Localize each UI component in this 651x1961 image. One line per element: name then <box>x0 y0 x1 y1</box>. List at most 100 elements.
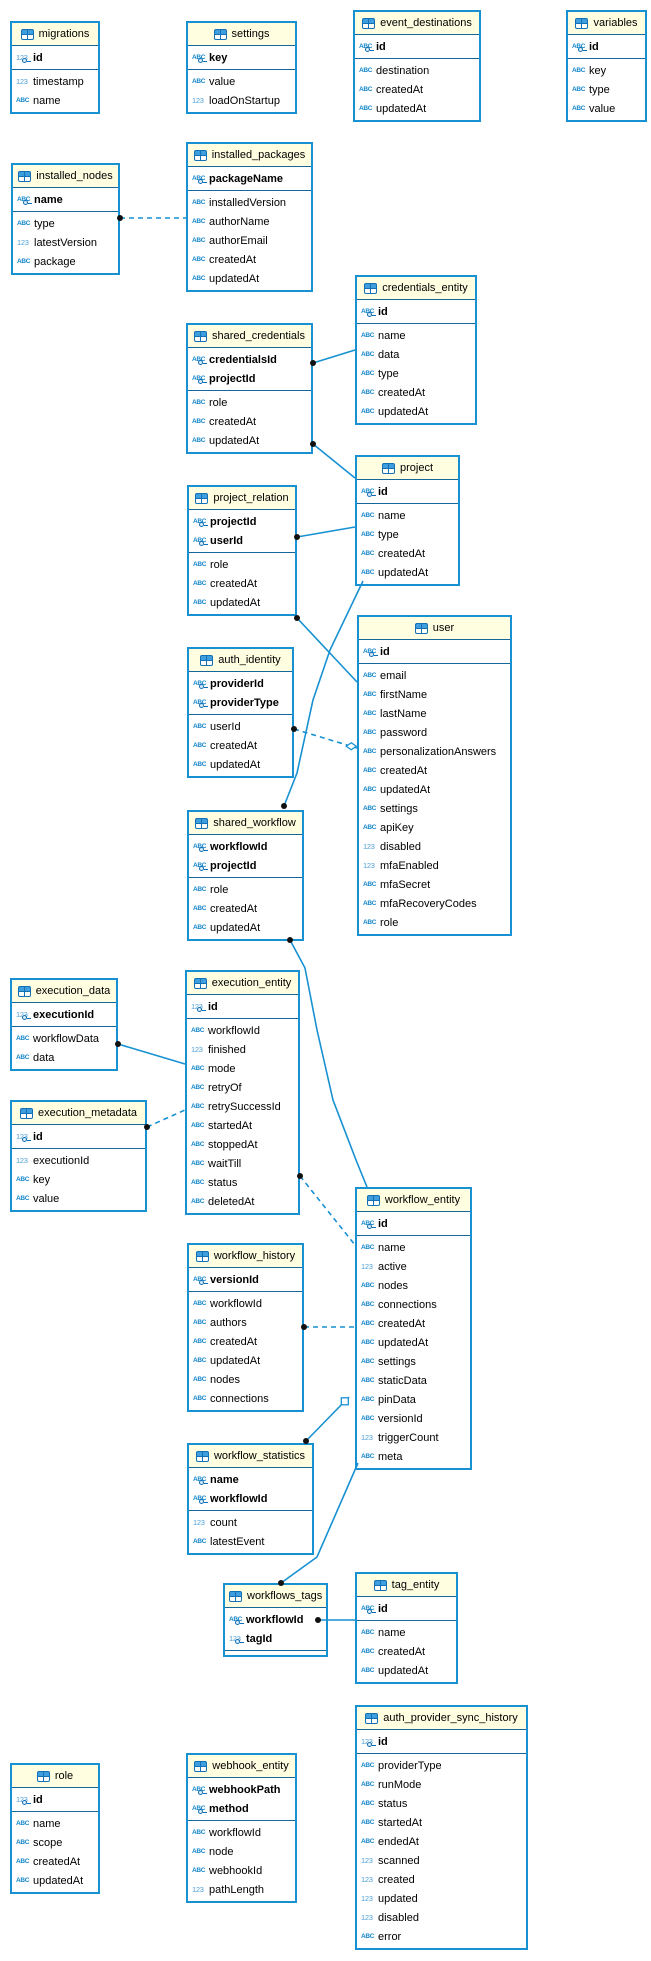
pk-column-row[interactable]: ABCprojectId <box>189 512 295 531</box>
edge-execution_metadata-to-execution_entity[interactable] <box>146 1109 186 1128</box>
table-installed_nodes[interactable]: installed_nodesABCnameABCtype123latestVe… <box>11 163 120 275</box>
table-header-variables[interactable]: variables <box>568 12 645 35</box>
table-header-workflows_tags[interactable]: workflows_tags <box>225 1585 327 1608</box>
table-header-webhook_entity[interactable]: webhook_entity <box>188 1755 295 1778</box>
pk-column-row[interactable]: ABCprojectId <box>189 856 302 875</box>
edge-execution_data-to-execution_entity[interactable] <box>117 1043 186 1065</box>
pk-column-row[interactable]: ABCid <box>357 302 475 321</box>
table-shared_credentials[interactable]: shared_credentialsABCcredentialsIdABCpro… <box>186 323 313 454</box>
table-header-event_destinations[interactable]: event_destinations <box>355 12 479 35</box>
table-header-execution_entity[interactable]: execution_entity <box>187 972 298 995</box>
table-installed_packages[interactable]: installed_packagesABCpackageNameABCinsta… <box>186 142 313 292</box>
table-user[interactable]: userABCidABCemailABCfirstNameABClastName… <box>357 615 512 936</box>
table-header-installed_packages[interactable]: installed_packages <box>188 144 311 167</box>
edge-shared_credentials-to-credentials_entity[interactable] <box>312 349 356 364</box>
table-header-workflow_history[interactable]: workflow_history <box>189 1245 302 1268</box>
table-header-auth_provider_sync_history[interactable]: auth_provider_sync_history <box>357 1707 526 1730</box>
pk-column-row[interactable]: ABCmethod <box>188 1799 295 1818</box>
table-header-settings[interactable]: settings <box>188 23 295 46</box>
table-project[interactable]: projectABCidABCnameABCtypeABCcreatedAtAB… <box>355 455 460 586</box>
table-header-execution_data[interactable]: execution_data <box>12 980 116 1003</box>
table-shared_workflow[interactable]: shared_workflowABCworkflowIdABCprojectId… <box>187 810 304 941</box>
pk-column-row[interactable]: ABCcredentialsId <box>188 350 311 369</box>
table-header-project[interactable]: project <box>357 457 458 480</box>
edge-execution_entity-to-workflow_entity[interactable] <box>299 1175 356 1246</box>
table-header-shared_credentials[interactable]: shared_credentials <box>188 325 311 348</box>
edge-shared_workflow-to-workflow_entity[interactable] <box>289 939 368 1188</box>
pk-column-row[interactable]: ABCproviderId <box>189 674 292 693</box>
table-workflow_history[interactable]: workflow_historyABCversionIdABCworkflowI… <box>187 1243 304 1412</box>
pk-column-row[interactable]: ABCid <box>357 482 458 501</box>
table-header-workflow_entity[interactable]: workflow_entity <box>357 1189 470 1212</box>
pk-column-row[interactable]: ABCpackageName <box>188 169 311 188</box>
table-header-project_relation[interactable]: project_relation <box>189 487 295 510</box>
